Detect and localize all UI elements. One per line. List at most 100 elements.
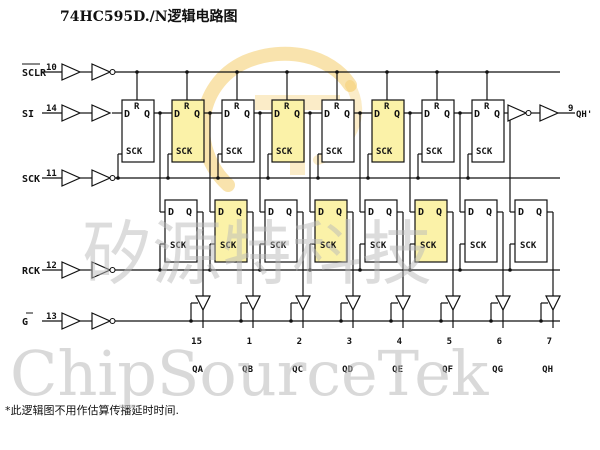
output-tristate-buffer xyxy=(345,295,361,312)
wiring xyxy=(42,70,575,328)
junction-dot xyxy=(308,268,312,272)
junction-dot xyxy=(508,268,512,272)
input-inverter-g xyxy=(91,312,112,330)
ff-d-label: D xyxy=(318,207,324,218)
shift-register-ff xyxy=(421,99,455,163)
output-pin-qa: 15 xyxy=(191,337,202,347)
ff-clk-label: SCK xyxy=(320,241,337,251)
ff-clk-label: SCK xyxy=(326,147,343,157)
ff-q-label: Q xyxy=(336,207,342,218)
output-tristate-buffer xyxy=(295,295,311,312)
junction-dot xyxy=(335,70,339,74)
components xyxy=(61,63,561,330)
output-tristate-buffer xyxy=(245,295,261,312)
ff-q-label: Q xyxy=(286,207,292,218)
ff-d-label: D xyxy=(124,109,130,120)
input-inverter-sck-bubble xyxy=(109,174,116,182)
junction-dot xyxy=(358,111,362,115)
junction-dot xyxy=(385,70,389,74)
ff-q-label: Q xyxy=(494,109,500,120)
output-pin-qe: 4 xyxy=(397,337,403,347)
ff-q-label: Q xyxy=(236,207,242,218)
ff-d-label: D xyxy=(218,207,224,218)
ff-r-label: R xyxy=(284,102,290,112)
ff-d-label: D xyxy=(424,109,430,120)
ff-r-label: R xyxy=(384,102,390,112)
junction-dot xyxy=(258,111,262,115)
input-inverter-sclr-bubble xyxy=(109,68,116,76)
footnote: *此逻辑图不用作估算传播延时时间. xyxy=(5,403,179,417)
junction-dot xyxy=(485,70,489,74)
ff-d-label: D xyxy=(418,207,424,218)
ff-q-label: Q xyxy=(486,207,492,218)
output-label-qd: QD xyxy=(342,365,353,375)
output-label-qb: QB xyxy=(242,365,253,375)
junction-dot xyxy=(235,70,239,74)
input-label-rck: RCK xyxy=(22,266,40,277)
output-tristate-buffer xyxy=(395,295,411,312)
diagram-title: 74HC595D./N逻辑电路图 xyxy=(60,8,238,25)
output-tristate-buffer xyxy=(495,295,511,312)
junction-dot xyxy=(285,70,289,74)
shift-register-ff xyxy=(171,99,205,163)
ff-q-label: Q xyxy=(536,207,542,218)
shift-register-ff xyxy=(321,99,355,163)
ff-q-label: Q xyxy=(436,207,442,218)
input-label-sclr: SCLR xyxy=(22,68,47,79)
pin-number-rck: 12 xyxy=(46,261,57,271)
junction-dot xyxy=(489,319,493,323)
junction-dot xyxy=(308,111,312,115)
input-inverter-rck xyxy=(91,261,112,279)
input-buffer-si xyxy=(61,104,82,122)
output-tristate-buffer xyxy=(545,295,561,312)
ff-d-label: D xyxy=(368,207,374,218)
junction-dot xyxy=(289,319,293,323)
junction-dot xyxy=(158,268,162,272)
watermark-english: ChipSourceTek xyxy=(10,337,489,410)
pin-number-si: 14 xyxy=(46,104,57,114)
junction-dot xyxy=(116,176,120,180)
junction-dot xyxy=(266,176,270,180)
ff-clk-label: SCK xyxy=(270,241,287,251)
ff-clk-label: SCK xyxy=(220,241,237,251)
junction-dot xyxy=(158,111,162,115)
junction-dot xyxy=(135,70,139,74)
junction-dot xyxy=(389,319,393,323)
junction-dot xyxy=(208,268,212,272)
ff-clk-label: SCK xyxy=(126,147,143,157)
pin-number-g: 13 xyxy=(46,312,57,322)
ff-q-label: Q xyxy=(194,109,200,120)
storage-register-ff xyxy=(264,199,298,263)
ff-d-label: D xyxy=(268,207,274,218)
storage-register-ff xyxy=(164,199,198,263)
junction-dot xyxy=(316,176,320,180)
junction-dot xyxy=(216,176,220,180)
ff-r-label: R xyxy=(234,102,240,112)
junction-dot xyxy=(208,111,212,115)
ff-clk-label: SCK xyxy=(276,147,293,157)
ff-q-label: Q xyxy=(244,109,250,120)
ff-clk-label: SCK xyxy=(476,147,493,157)
storage-register-ff xyxy=(214,199,248,263)
junction-dot xyxy=(339,319,343,323)
junction-dot xyxy=(366,176,370,180)
input-inverter-sck xyxy=(91,169,112,187)
pin-number-sclr: 10 xyxy=(46,63,57,73)
ff-clk-label: SCK xyxy=(470,241,487,251)
ff-q-label: Q xyxy=(394,109,400,120)
junction-dot xyxy=(539,319,543,323)
ff-clk-label: SCK xyxy=(376,147,393,157)
ff-q-label: Q xyxy=(444,109,450,120)
output-label-qf: QF xyxy=(442,365,453,375)
output-label-qe: QE xyxy=(392,365,403,375)
ff-clk-label: SCK xyxy=(176,147,193,157)
storage-register-ff xyxy=(314,199,348,263)
output-label-qa: QA xyxy=(192,365,203,375)
input-buffer-rck xyxy=(61,261,82,279)
junction-dot xyxy=(258,268,262,272)
watermark-chinese: 矽源特科技 xyxy=(82,213,432,295)
ff-d-label: D xyxy=(474,109,480,120)
qh-prime-inverter-bubble xyxy=(525,109,532,117)
